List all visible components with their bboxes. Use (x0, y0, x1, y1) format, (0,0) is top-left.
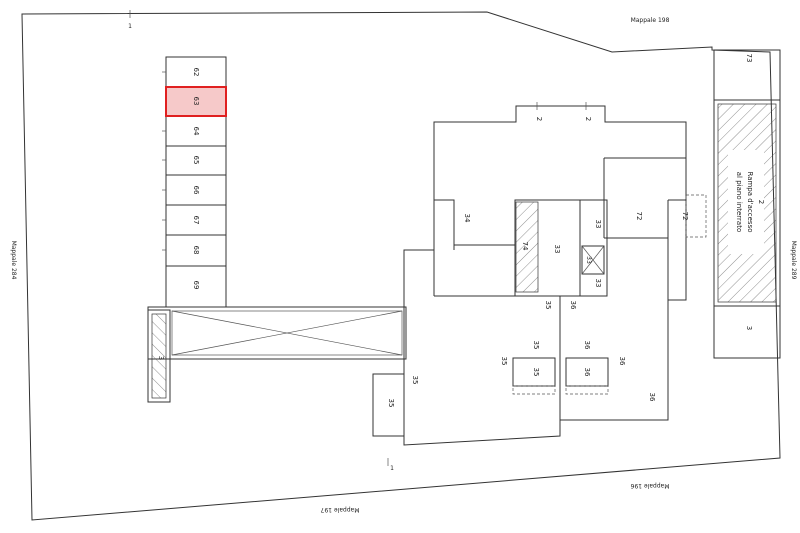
corridor (147, 306, 407, 360)
label-36-box-top: 36 (583, 341, 591, 350)
garage-68-label[interactable]: 68 (192, 246, 200, 255)
ramp-label-subtitle: al piano interrato (735, 172, 743, 232)
label-35-outer: 35 (411, 376, 419, 385)
access-ramp (713, 49, 781, 359)
garage-64-label[interactable]: 64 (192, 127, 200, 136)
label-35-box: 35 (532, 368, 540, 377)
label-35-stair-bottom: 35 (544, 301, 552, 310)
central-stair (515, 201, 539, 293)
ramp-label-title: Rampa d'accesso (746, 171, 754, 232)
label-72-main: 72 (635, 212, 643, 221)
label-74: 74 (521, 242, 529, 251)
garage-67-label[interactable]: 67 (192, 216, 200, 225)
label-35-small-box: 35 (387, 399, 395, 408)
neighbour-bottom-right-label: Mappale 196 (630, 482, 669, 489)
site-boundary (21, 11, 781, 521)
label-33-center: 33 (553, 245, 561, 254)
label-33-upper: 33 (594, 220, 602, 229)
label-35-left-box: 35 (500, 357, 508, 366)
label-36-right: 36 (618, 357, 626, 366)
label-72-door: 72 (681, 212, 689, 221)
garage-62-label[interactable]: 62 (192, 68, 200, 77)
garage-63-highlight[interactable] (165, 86, 227, 117)
label-3-ramp-bottom: 3 (745, 326, 753, 330)
marker-1-bottom: 1 (390, 465, 394, 472)
label-35-box-top: 35 (532, 341, 540, 350)
stair-3-label: 3 (157, 356, 165, 360)
neighbour-bottom-left-label: Mappale 197 (320, 506, 359, 513)
neighbour-left-label: Mappale 284 (10, 241, 17, 280)
label-33-elevator: 33 (585, 256, 592, 264)
garage-66-label[interactable]: 66 (192, 186, 200, 195)
left-stair (147, 309, 171, 403)
label-36-stair-bottom: 36 (569, 301, 577, 310)
garage-69-label[interactable]: 69 (192, 281, 200, 290)
label-2-right: 2 (584, 117, 592, 121)
label-36-box: 36 (583, 368, 591, 377)
garage-63-label[interactable]: 63 (192, 97, 200, 106)
label-2-left: 2 (535, 117, 543, 121)
neighbour-top-label: Mappale 198 (631, 17, 670, 24)
label-36-area: 36 (648, 393, 656, 402)
label-33-lower: 33 (594, 279, 602, 288)
neighbour-right-label: Mappale 289 (790, 241, 797, 280)
elevator-box (581, 245, 605, 275)
ramp-label-number: 2 (757, 200, 765, 204)
garage-65-label[interactable]: 65 (192, 156, 200, 165)
label-34: 34 (463, 214, 471, 223)
marker-1-top: 1 (128, 23, 132, 30)
label-73: 73 (745, 54, 753, 63)
